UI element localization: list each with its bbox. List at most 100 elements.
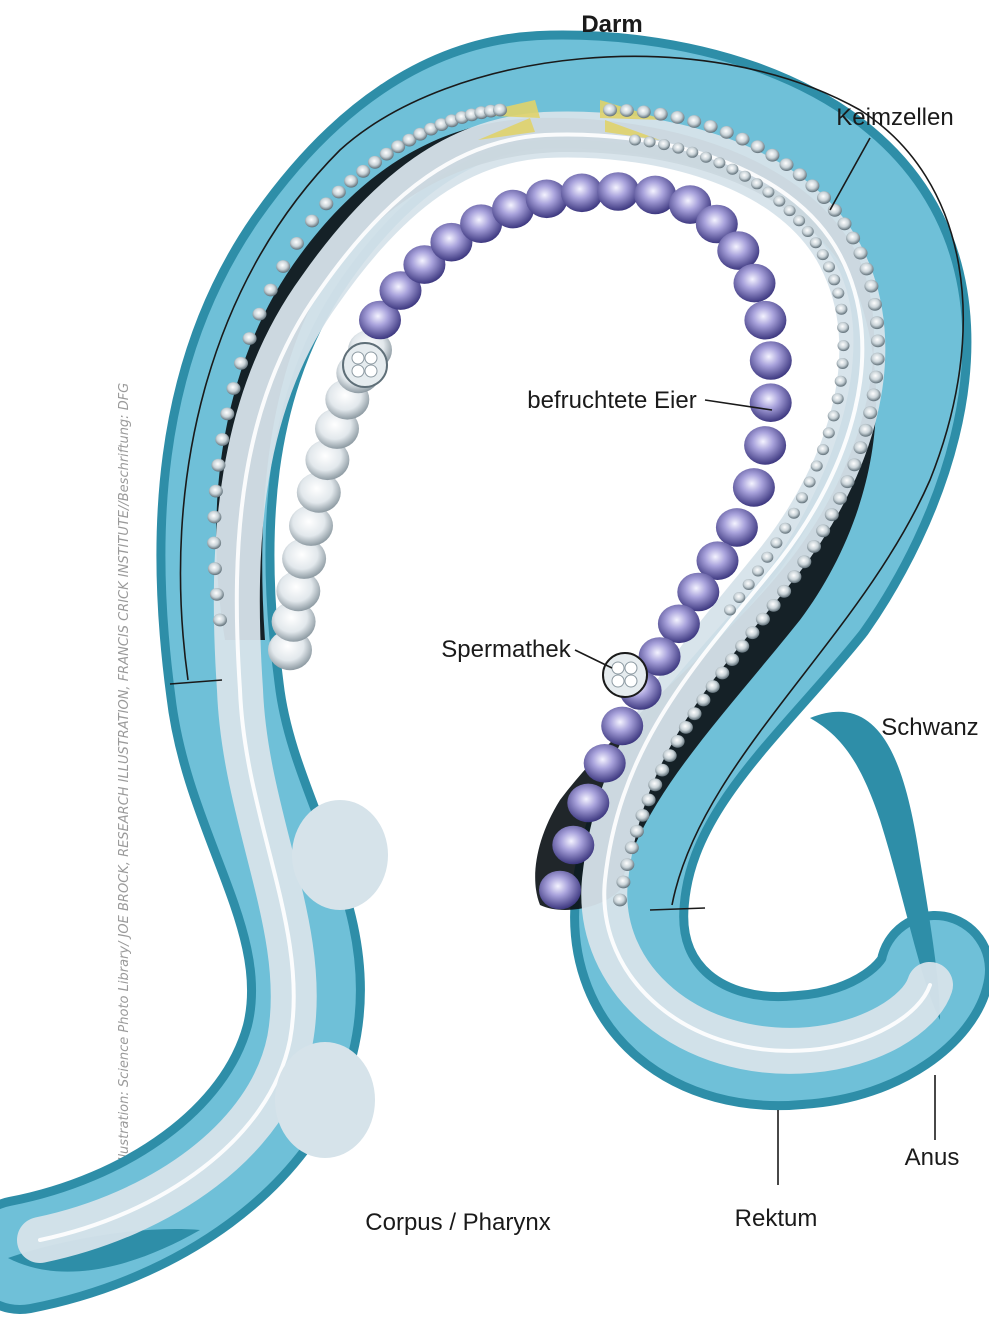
- spermatheca-upper: [343, 343, 387, 387]
- label-darm: Darm: [581, 11, 642, 38]
- germ-cell: [816, 524, 830, 537]
- egg: [716, 508, 758, 547]
- germ-cell: [837, 322, 849, 333]
- germ-cell: [832, 288, 844, 299]
- germ-cell: [672, 143, 684, 154]
- germ-cell: [870, 316, 884, 329]
- egg: [658, 605, 700, 644]
- germ-cell: [736, 133, 750, 146]
- germ-cell: [735, 640, 749, 653]
- germ-cell: [679, 721, 693, 734]
- germ-cell: [810, 237, 822, 248]
- germ-cell: [796, 492, 808, 503]
- egg: [289, 506, 333, 546]
- germ-cell: [825, 508, 839, 521]
- germ-cell: [854, 441, 868, 454]
- germ-cell: [620, 858, 634, 871]
- germ-cell: [788, 508, 800, 519]
- germ-cell: [613, 894, 627, 907]
- germ-cell: [793, 168, 807, 181]
- germ-cell: [696, 694, 710, 707]
- germ-cell: [841, 475, 855, 488]
- germ-cell: [871, 353, 885, 366]
- germ-cell: [213, 614, 227, 627]
- germ-cell: [637, 106, 651, 119]
- germ-cell: [756, 613, 770, 626]
- germ-cell: [846, 232, 860, 245]
- germ-cell: [743, 579, 755, 590]
- germ-cell: [828, 204, 842, 217]
- germ-cell: [209, 485, 223, 498]
- label-befruchtete-eier: befruchtete Eier: [527, 387, 696, 414]
- egg: [750, 383, 792, 422]
- label-rektum: Rektum: [735, 1205, 818, 1232]
- egg: [561, 174, 603, 213]
- worm-body: [8, 90, 940, 1272]
- germ-cell: [368, 156, 382, 169]
- egg: [750, 341, 792, 380]
- germ-cell: [762, 187, 774, 198]
- germ-cell: [838, 217, 852, 230]
- germ-cell: [207, 537, 221, 550]
- germ-cell: [629, 135, 641, 146]
- germ-cell: [493, 104, 507, 117]
- germ-cell: [726, 164, 738, 175]
- germ-cell: [290, 237, 304, 250]
- germ-cell: [671, 111, 685, 124]
- germ-cell: [823, 261, 835, 272]
- egg: [584, 744, 626, 783]
- germ-cell: [751, 178, 763, 189]
- germ-cell: [784, 205, 796, 216]
- germ-cell: [787, 570, 801, 583]
- germ-cell: [654, 108, 668, 121]
- germ-cell: [704, 120, 718, 133]
- egg: [744, 426, 786, 465]
- germ-cell: [636, 809, 650, 822]
- germ-cell: [765, 149, 779, 162]
- germ-cell: [817, 191, 831, 204]
- germ-cell: [603, 104, 617, 117]
- germ-cell: [804, 477, 816, 488]
- germ-cell: [713, 157, 725, 168]
- germ-cell: [380, 148, 394, 161]
- germ-cell: [305, 215, 319, 228]
- germ-cell: [663, 749, 677, 762]
- germ-cell: [725, 653, 739, 666]
- egg: [539, 871, 581, 910]
- germ-cell: [777, 585, 791, 598]
- germ-cell: [630, 825, 644, 838]
- germ-cell: [706, 680, 720, 693]
- germ-cell: [838, 340, 850, 351]
- germ-cell: [773, 196, 785, 207]
- germ-cell: [234, 357, 248, 370]
- label-anus: Anus: [905, 1144, 960, 1171]
- germ-cell: [854, 247, 868, 260]
- germ-cell: [863, 406, 877, 419]
- germ-cell: [761, 552, 773, 563]
- germ-cell: [642, 794, 656, 807]
- germ-cell: [620, 104, 634, 117]
- germ-cell: [319, 197, 333, 210]
- leader-spermathek: [575, 650, 612, 668]
- germ-cell: [253, 308, 267, 321]
- germ-cell: [688, 707, 702, 720]
- germ-cell: [751, 140, 765, 153]
- germ-cell: [807, 540, 821, 553]
- germ-cell: [264, 284, 278, 297]
- germ-cell: [832, 393, 844, 404]
- germ-cell: [715, 667, 729, 680]
- germ-cell: [837, 358, 849, 369]
- egg: [526, 180, 568, 219]
- germ-cell: [770, 537, 782, 548]
- germ-cell: [811, 461, 823, 472]
- germ-cell: [648, 778, 662, 791]
- germ-cell: [616, 876, 630, 889]
- label-spermathek: Spermathek: [441, 636, 571, 663]
- germ-cell: [332, 186, 346, 199]
- germ-cell: [828, 274, 840, 285]
- germ-cell: [356, 165, 370, 178]
- germ-cell: [700, 152, 712, 163]
- germ-cell: [817, 444, 829, 455]
- egg: [552, 826, 594, 865]
- germ-cell: [767, 599, 781, 612]
